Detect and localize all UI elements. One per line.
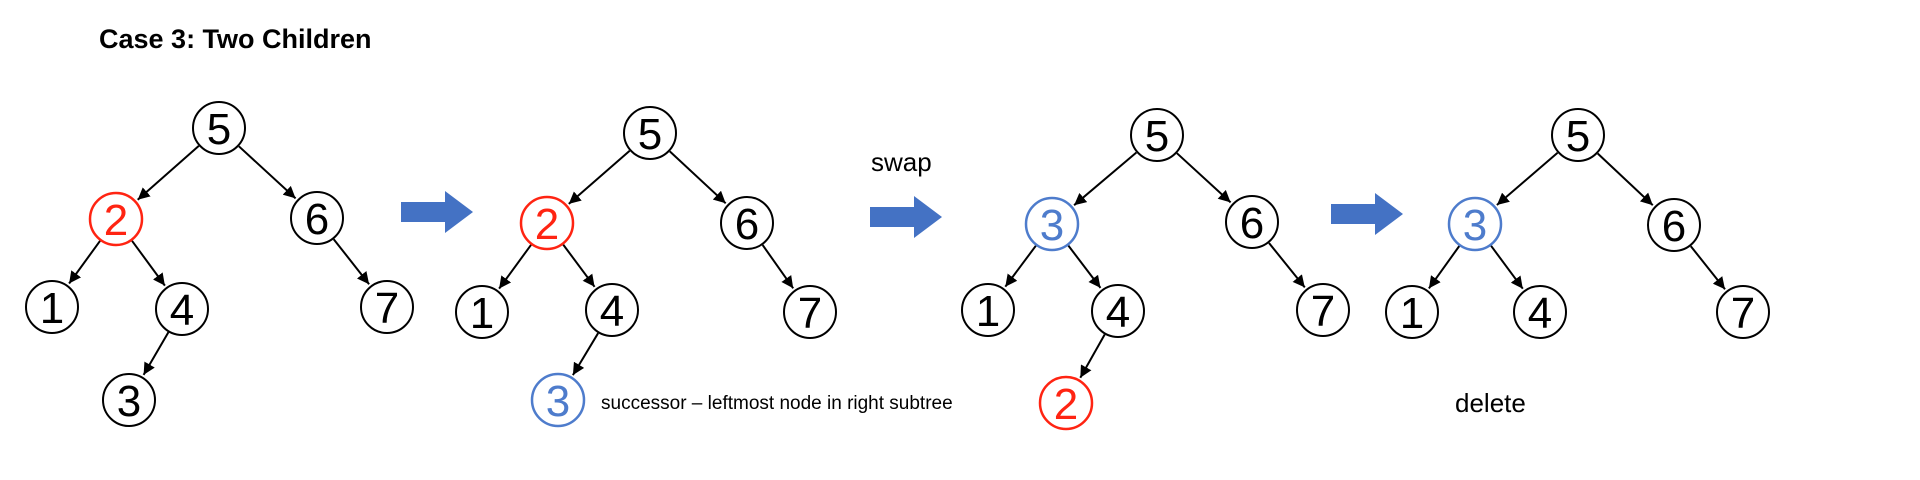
node-value-4: 4: [1528, 289, 1552, 338]
swap-label: swap: [871, 147, 932, 177]
delete-label: delete: [1455, 388, 1526, 418]
edge-5-6: [238, 145, 297, 200]
edge-5-2: [137, 145, 200, 201]
node-value-3: 3: [1040, 201, 1064, 250]
node-circle-5: [623, 106, 677, 160]
node-value-5: 5: [1566, 112, 1590, 161]
edge-2-1: [498, 244, 532, 290]
node-value-5: 5: [207, 105, 231, 154]
edge-3-1: [1428, 245, 1461, 289]
transition-arrow-2: [870, 196, 942, 238]
tree-successor-found: 5 2 6 1 4 7 3: [455, 106, 837, 428]
edge-6-7: [332, 238, 370, 285]
transition-arrow-3: [1331, 193, 1403, 235]
node-circle-5: [1551, 108, 1605, 162]
node-value-7: 7: [1311, 287, 1335, 336]
node-circle-7: [783, 285, 837, 339]
node-circle-3: [1447, 196, 1503, 252]
node-circle-4: [585, 283, 639, 337]
node-circle-1: [1385, 285, 1439, 339]
transition-arrow-1: [401, 191, 473, 233]
node-value-1: 1: [976, 287, 1000, 336]
node-value-7: 7: [798, 289, 822, 338]
node-value-7: 7: [1731, 289, 1755, 338]
tree-initial: 5 2 6 1 4 7 3: [25, 101, 414, 427]
edge-5-3: [1496, 151, 1559, 206]
node-value-3: 3: [546, 377, 570, 426]
successor-note: successor – leftmost node in right subtr…: [601, 393, 953, 414]
edge-2-4: [562, 244, 596, 288]
node-circle-4: [1091, 284, 1145, 338]
node-circle-7: [1716, 285, 1770, 339]
node-value-2: 2: [104, 196, 128, 245]
edge-5-2: [568, 150, 631, 205]
node-circle-1: [455, 285, 509, 339]
node-circle-3: [1024, 196, 1080, 252]
node-value-6: 6: [735, 200, 759, 249]
node-circle-2: [519, 195, 575, 251]
node-value-3: 3: [1463, 201, 1487, 250]
node-circle-1: [961, 283, 1015, 337]
node-circle-2: [1038, 375, 1094, 431]
node-circle-6: [720, 196, 774, 250]
edge-4-3: [142, 331, 170, 376]
node-circle-6: [1225, 195, 1279, 249]
edge-5-6: [1176, 152, 1232, 204]
node-value-5: 5: [638, 110, 662, 159]
node-value-5: 5: [1145, 112, 1169, 161]
node-value-3: 3: [117, 377, 141, 426]
node-circle-4: [155, 282, 209, 336]
node-circle-4: [1513, 285, 1567, 339]
node-circle-3: [102, 373, 156, 427]
edge-6-7: [1268, 242, 1306, 289]
node-value-6: 6: [305, 195, 329, 244]
edge-2-1: [68, 240, 101, 285]
node-circle-1: [25, 280, 79, 334]
node-circle-7: [360, 280, 414, 334]
edge-5-6: [669, 150, 727, 205]
node-circle-6: [1647, 198, 1701, 252]
edge-5-3: [1073, 151, 1138, 206]
node-circle-3: [530, 372, 586, 428]
node-circle-2: [88, 191, 144, 247]
node-value-2: 2: [535, 200, 559, 249]
edge-4-2: [1079, 334, 1106, 379]
node-value-4: 4: [600, 287, 624, 336]
node-circle-6: [290, 191, 344, 245]
edge-2-4: [131, 240, 166, 287]
edge-6-7: [1690, 245, 1726, 290]
node-value-6: 6: [1662, 202, 1686, 251]
node-value-1: 1: [40, 284, 64, 333]
node-value-1: 1: [470, 289, 494, 338]
node-value-1: 1: [1400, 289, 1424, 338]
figure-title: Case 3: Two Children: [99, 24, 372, 54]
edge-5-6: [1597, 152, 1654, 206]
edge-4-3: [572, 332, 599, 376]
node-value-7: 7: [375, 284, 399, 333]
edge-3-4: [1067, 244, 1102, 289]
node-value-2: 2: [1054, 380, 1078, 429]
node-value-4: 4: [170, 286, 194, 335]
node-value-4: 4: [1106, 288, 1130, 337]
node-circle-7: [1296, 283, 1350, 337]
node-circle-5: [1130, 108, 1184, 162]
edge-6-7: [761, 244, 795, 289]
edge-3-1: [1004, 245, 1037, 288]
tree-swapped: 5 3 6 1 4 7 2: [961, 108, 1350, 431]
node-value-6: 6: [1240, 199, 1264, 248]
node-circle-5: [192, 101, 246, 155]
tree-deleted: 5 3 6 1 4 7: [1385, 108, 1770, 339]
edge-3-4: [1490, 245, 1524, 290]
